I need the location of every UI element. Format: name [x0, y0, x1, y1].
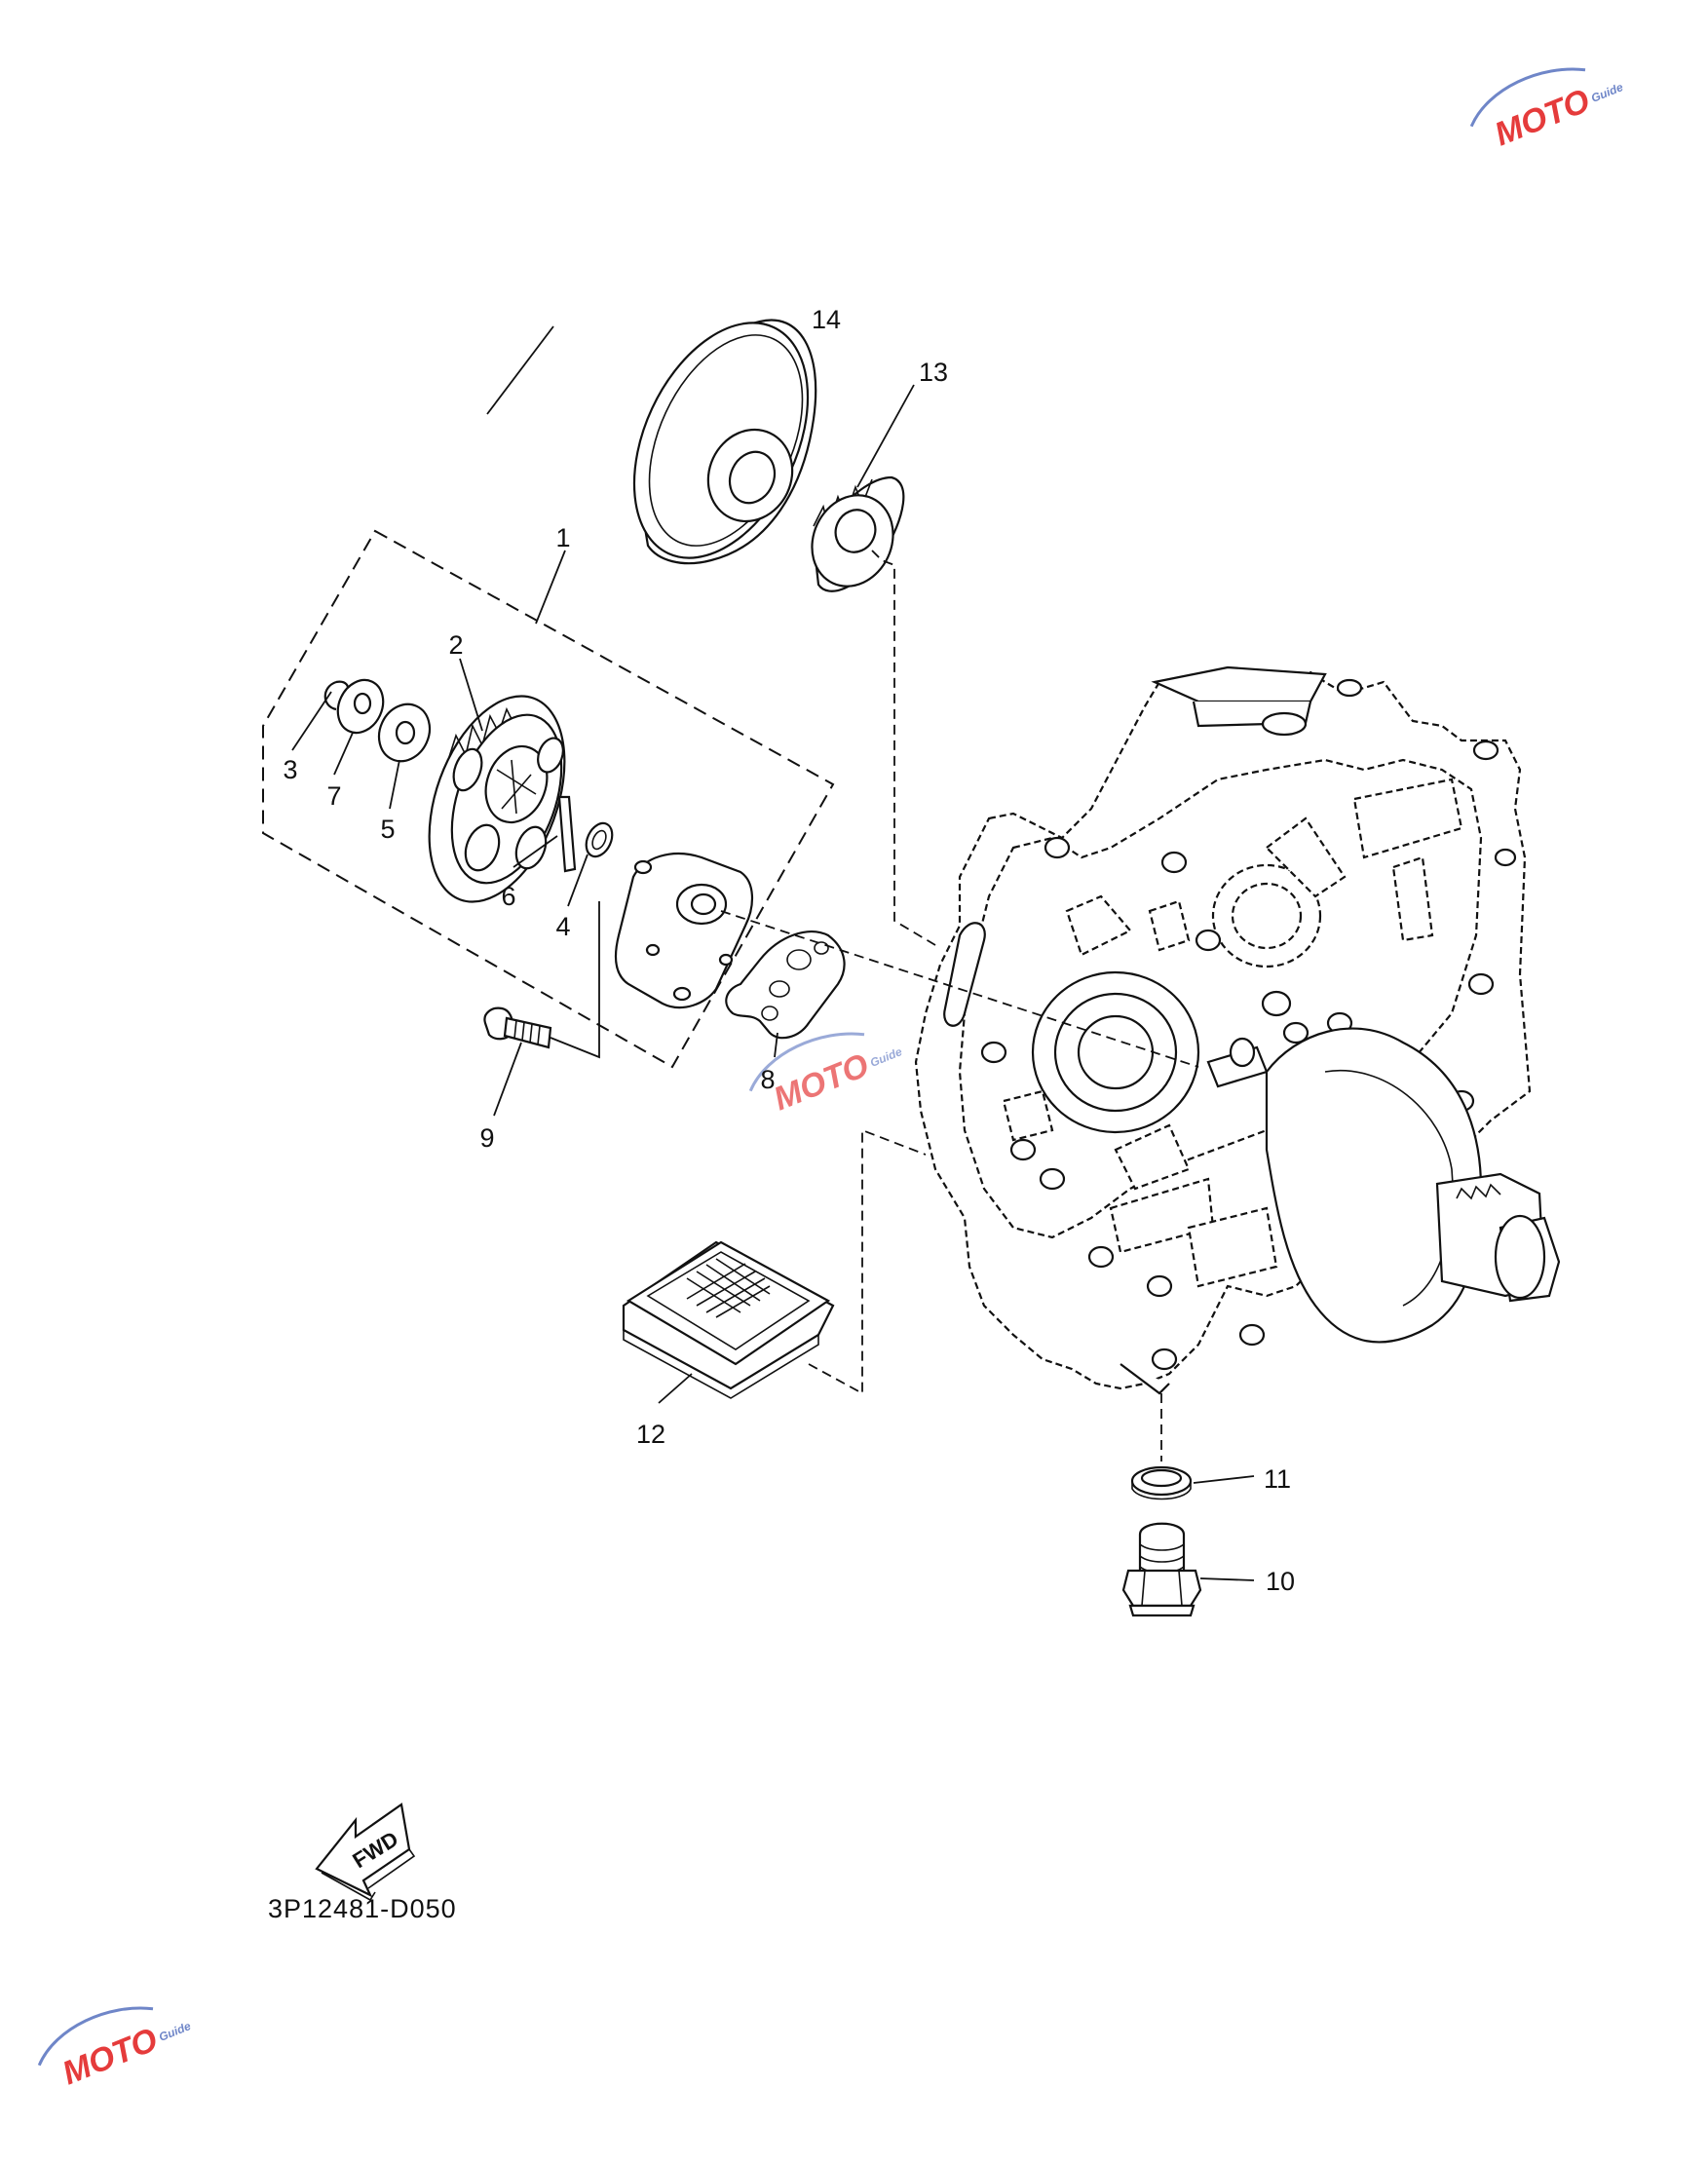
callout-1: 1	[555, 523, 570, 552]
part-9-screw	[483, 1006, 552, 1049]
watermark-logo-text: MOTO	[57, 2021, 163, 2092]
leader-7	[333, 732, 354, 776]
callout-9: 9	[479, 1123, 494, 1153]
callout-4: 4	[555, 912, 570, 941]
leader-14	[486, 325, 554, 415]
crankcase-assembly	[914, 665, 1561, 1395]
callout-13: 13	[919, 358, 948, 387]
leader-2	[459, 658, 483, 732]
part-11-drain-washer	[1130, 1465, 1193, 1500]
part-4-o-ring	[585, 821, 614, 858]
assembly-group-box	[262, 529, 835, 1069]
part-10-drain-bolt	[1121, 1522, 1202, 1617]
leader-12	[658, 1373, 693, 1404]
part-1-pump-housing	[614, 853, 754, 1008]
watermark-logo-text: MOTO	[1490, 82, 1595, 153]
callout-12: 12	[636, 1420, 665, 1449]
leader-8	[774, 1032, 778, 1058]
callout-6: 6	[501, 882, 515, 911]
leader-3	[291, 691, 332, 751]
part-7-washer	[336, 678, 385, 735]
leader-4	[567, 854, 588, 907]
watermark-bottom-left: MOTO Guide	[37, 2006, 193, 2092]
part-12-oil-strainer	[622, 1240, 835, 1399]
part-6-dowel-pin	[557, 795, 577, 873]
leader-5	[389, 759, 400, 810]
callout-14: 14	[812, 305, 841, 334]
part-13-drive-gear	[811, 475, 905, 592]
callout-3: 3	[283, 755, 297, 784]
part-2-pump-gear	[428, 695, 566, 903]
callout-7: 7	[326, 781, 341, 811]
figure-code: 3P12481-D050	[268, 1894, 457, 1923]
callout-5: 5	[380, 815, 395, 844]
watermark-logo-sub: Guide	[1589, 80, 1625, 105]
leader-1	[535, 550, 566, 625]
alignment-line-pump	[720, 910, 1199, 1068]
watermark-logo-sub: Guide	[157, 2019, 193, 2044]
forward-direction-arrow: FWD	[315, 1803, 416, 1902]
watermark-top-right: MOTO Guide	[1469, 67, 1625, 153]
callout-2: 2	[448, 630, 463, 660]
part-5-washer	[377, 702, 432, 763]
callout-10: 10	[1266, 1567, 1295, 1596]
watermark-logo-sub: Guide	[868, 1044, 904, 1070]
watermark-logo-text: MOTO	[769, 1046, 874, 1118]
callout-11: 11	[1264, 1464, 1291, 1494]
leader-9	[493, 1042, 522, 1117]
alignment-line-9	[550, 901, 600, 1059]
leader-11	[1193, 1475, 1255, 1484]
part-8-gasket	[725, 930, 846, 1040]
alignment-line-12	[808, 1128, 927, 1395]
leader-13	[856, 384, 915, 488]
callout-8: 8	[760, 1065, 775, 1094]
leader-10	[1199, 1577, 1255, 1581]
leader-6	[512, 835, 558, 868]
part-14-gear	[632, 319, 817, 565]
alignment-line-13	[871, 550, 936, 946]
